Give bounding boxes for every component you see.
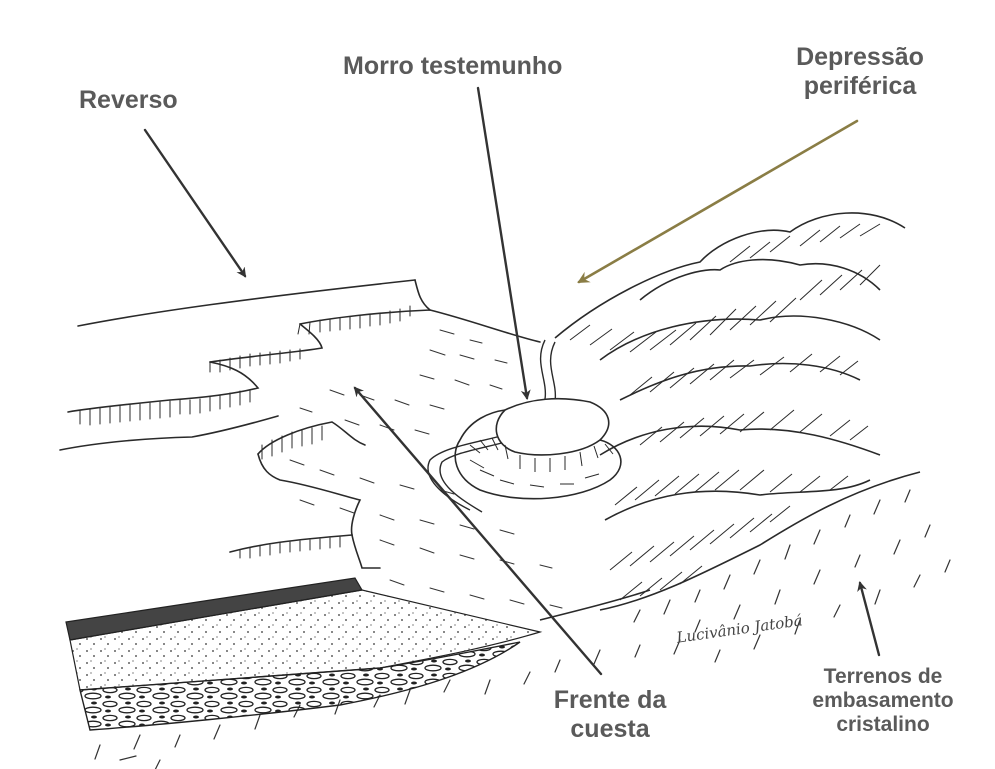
- label-terrenos-line3: cristalino: [788, 713, 978, 737]
- label-reverso: Reverso: [79, 86, 178, 115]
- label-terrenos-line1: Terrenos de: [788, 665, 978, 689]
- label-frente-da-cuesta: Frente da cuesta: [530, 686, 690, 744]
- label-terrenos-embasamento: Terrenos de embasamento cristalino: [788, 665, 978, 737]
- label-depressao-periferica: Depressão periférica: [775, 43, 945, 101]
- label-pointers: [145, 88, 879, 674]
- reverso-pointer: [145, 130, 245, 276]
- depressao-pointer: [579, 121, 857, 282]
- label-depressao-line2: periférica: [775, 72, 945, 101]
- label-terrenos-line2: embasamento: [788, 689, 978, 713]
- morro-pointer: [478, 88, 527, 398]
- plateau-reverso: [60, 280, 540, 568]
- label-frente-line2: cuesta: [530, 715, 690, 744]
- geological-cross-section: [66, 578, 540, 730]
- label-depressao-line1: Depressão: [775, 43, 945, 72]
- terrenos-pointer: [860, 583, 879, 655]
- label-morro-testemunho: Morro testemunho: [343, 52, 562, 81]
- label-frente-line1: Frente da: [530, 686, 690, 715]
